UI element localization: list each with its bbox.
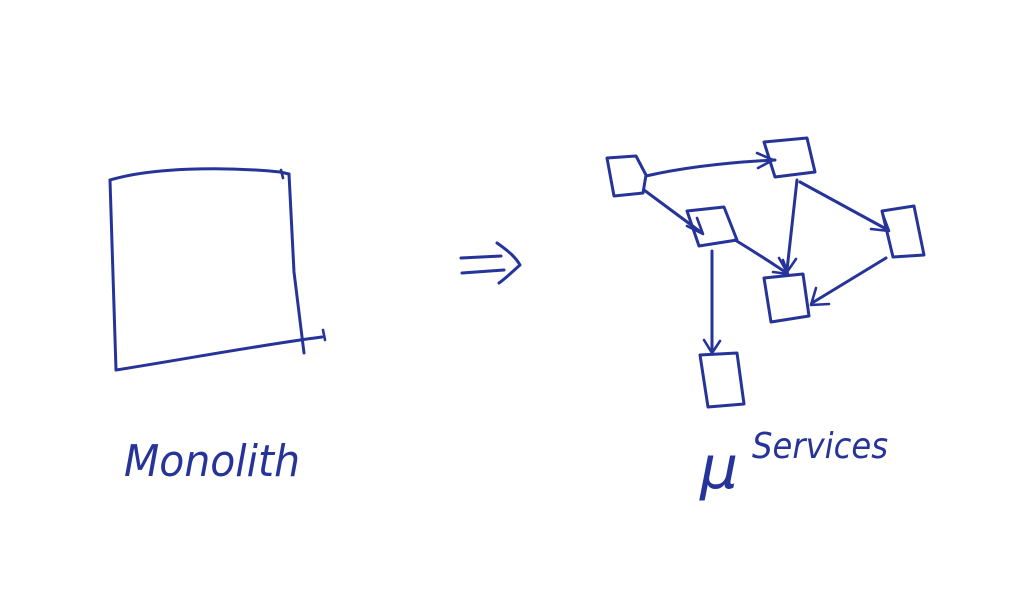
service-node-f (698, 351, 746, 409)
microservices-label: μ Services (699, 426, 888, 503)
service-node-a (605, 154, 648, 198)
service-node-d (880, 204, 926, 259)
services-label: Services (752, 426, 888, 467)
monolith-block (108, 167, 327, 372)
edge-a-to-c (642, 188, 704, 235)
implies-arrow-icon (459, 241, 522, 285)
micro-prefix-label: μ (699, 433, 738, 503)
edge-c-to-e (733, 238, 789, 275)
edge-b-to-d (798, 180, 890, 232)
microservices-cluster (605, 136, 926, 409)
service-node-e (762, 272, 811, 324)
edge-d-to-e (810, 256, 888, 305)
monolith-label: Monolith (124, 436, 300, 487)
edge-a-to-b (644, 158, 777, 178)
edge-b-to-e (785, 178, 799, 272)
service-node-b (762, 136, 817, 179)
